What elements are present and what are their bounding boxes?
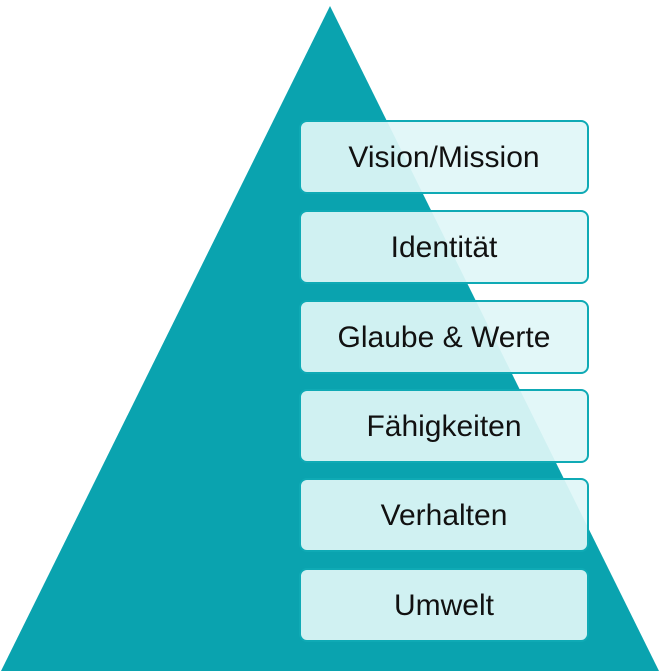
level-glaube-werte: Glaube & Werte [299,300,589,374]
level-identitat: Identität [299,210,589,284]
pyramid-levels: Vision/Mission Identität Glaube & Werte … [299,120,591,642]
level-label: Glaube & Werte [337,321,551,354]
level-umwelt: Umwelt [299,568,589,642]
level-vision-mission: Vision/Mission [299,120,589,194]
level-label: Umwelt [393,589,494,622]
level-label: Vision/Mission [348,141,540,174]
level-label: Fähigkeiten [366,410,522,443]
level-fahigkeiten: Fähigkeiten [299,389,589,463]
level-label: Verhalten [380,499,508,532]
level-label: Identität [390,231,498,264]
level-verhalten: Verhalten [299,478,589,552]
